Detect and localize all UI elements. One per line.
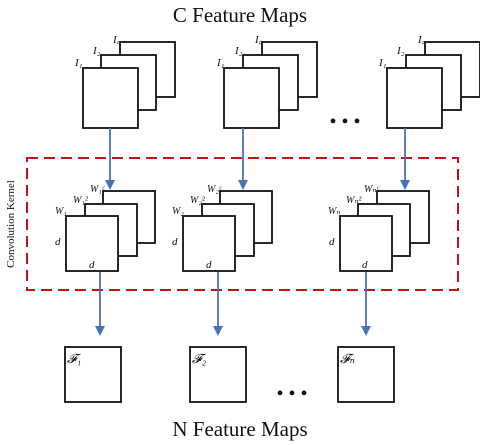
input-label-1: I₁ <box>74 57 83 69</box>
output-label: 𝓕ₙ <box>340 351 355 366</box>
kernel-dim-side: d <box>172 236 178 248</box>
input-label-2: I₂ <box>92 45 101 57</box>
kernel-square-front <box>339 215 393 272</box>
input-stack-1: I₁ I₂ I꜀ <box>74 34 176 129</box>
input-label-c: I꜀ <box>417 34 426 46</box>
output-square <box>64 346 122 403</box>
input-label-c: I꜀ <box>112 34 121 46</box>
kernel-label-c: W₁ᶜ <box>90 184 106 195</box>
kernel-label-1: W₂ <box>172 206 184 217</box>
input-stack-3: I₁ I₂ I꜀ <box>378 34 480 129</box>
kernel-label-2: Wₙ² <box>346 195 362 206</box>
kernel-dim-bottom: d <box>206 259 212 271</box>
output-ellipsis: • • • <box>276 383 307 405</box>
output-square <box>337 346 395 403</box>
kernel-label-c: W₂ᶜ <box>207 184 223 195</box>
input-square-front <box>223 67 280 129</box>
convolution-kernel-box <box>26 157 459 291</box>
kernel-label-2: W₁² <box>73 195 89 206</box>
kernel-square-front <box>65 215 119 272</box>
output-map-2: 𝓕₂ <box>189 346 247 403</box>
input-ellipsis: • • • <box>329 111 360 133</box>
arrowhead <box>238 180 248 190</box>
arrowhead <box>400 180 410 190</box>
kernel-label-2: W₂² <box>190 195 206 206</box>
input-label-1: I₁ <box>378 57 387 69</box>
output-square <box>189 346 247 403</box>
output-map-1: 𝓕₁ <box>64 346 122 403</box>
kernel-label-1: Wₙ <box>328 206 340 217</box>
kernel-label-c: Wₙᶜ <box>364 184 380 195</box>
output-map-3: 𝓕ₙ <box>337 346 395 403</box>
kernel-stack-2: W₂ W₂² W₂ᶜ d d <box>172 184 273 272</box>
bottom-title: N Feature Maps <box>172 417 307 441</box>
input-label-2: I₂ <box>396 45 405 57</box>
kernel-stack-3: Wₙ Wₙ² Wₙᶜ d d <box>328 184 430 272</box>
kernel-dim-side: d <box>329 236 335 248</box>
input-label-2: I₂ <box>234 45 243 57</box>
output-label: 𝓕₂ <box>192 351 207 366</box>
arrowhead <box>105 180 115 190</box>
kernel-square-front <box>182 215 236 272</box>
kernel-dim-bottom: d <box>89 259 95 271</box>
input-square-front <box>82 67 139 129</box>
kernel-stack-1: W₁ W₁² W₁ᶜ d d <box>55 184 156 272</box>
output-label: 𝓕₁ <box>67 351 81 366</box>
arrowhead <box>213 326 223 336</box>
convolution-kernel-label: Convolution Kernel <box>5 180 17 268</box>
arrowhead <box>361 326 371 336</box>
kernel-label-1: W₁ <box>55 206 67 217</box>
kernel-dim-side: d <box>55 236 61 248</box>
input-label-1: I₁ <box>216 57 225 69</box>
input-square-front <box>386 67 443 129</box>
input-label-c: I꜀ <box>254 34 263 46</box>
top-title: C Feature Maps <box>173 3 307 27</box>
kernel-dim-bottom: d <box>362 259 368 271</box>
input-stack-2: I₁ I₂ I꜀ <box>216 34 318 129</box>
arrowhead <box>95 326 105 336</box>
